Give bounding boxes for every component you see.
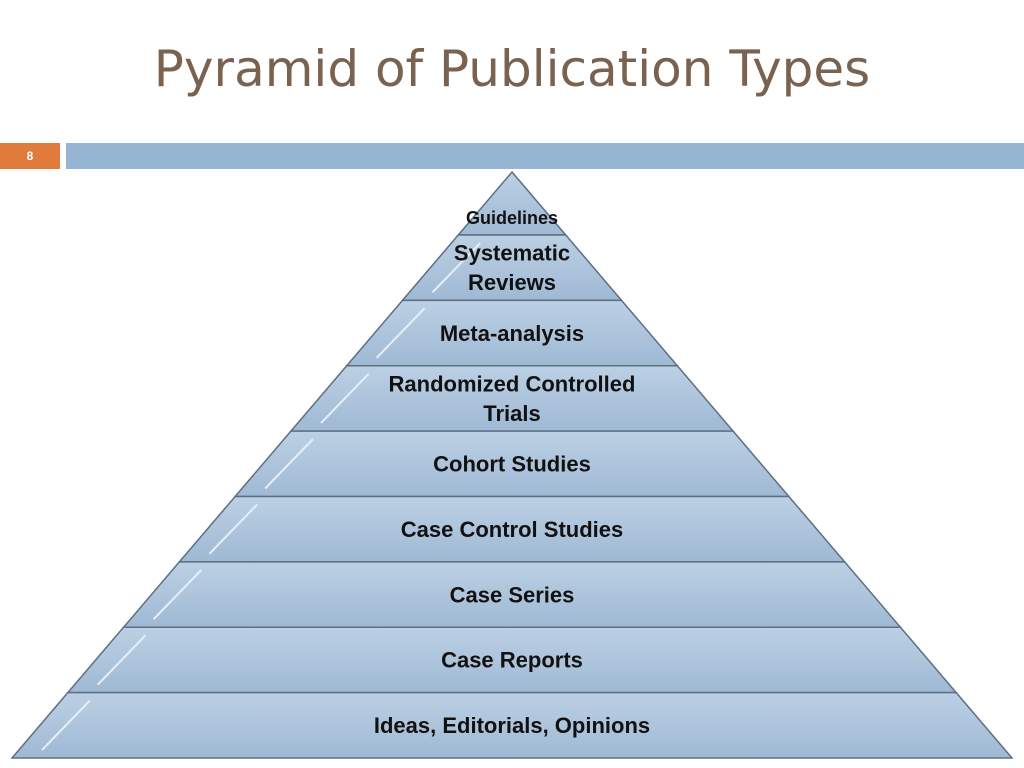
pyramid-tier-label: Case Control Studies <box>401 517 623 542</box>
pyramid-tier: Ideas, Editorials, Opinions <box>10 691 1014 759</box>
pyramid-tier-label: Case Reports <box>441 648 583 673</box>
tier-highlight <box>375 307 426 359</box>
slide-title: Pyramid of Publication Types <box>153 40 871 98</box>
pyramid-tier: Case Control Studies <box>177 495 847 563</box>
tier-highlight <box>97 634 147 686</box>
tier-highlight <box>431 242 481 294</box>
tier-highlight <box>208 503 258 555</box>
pyramid-tier-label: Randomized Controlled <box>389 371 636 396</box>
tier-highlight <box>152 569 203 620</box>
tier-highlight <box>264 438 314 490</box>
pyramid-tier-label: Reviews <box>468 270 556 295</box>
pyramid-tier-label: Cohort Studies <box>433 452 591 477</box>
pyramid-tier-label: Ideas, Editorials, Opinions <box>374 713 650 738</box>
pyramid-tier: Cohort Studies <box>233 430 791 498</box>
pyramid-tier-label: Meta-analysis <box>440 321 584 346</box>
pyramid-tier-shape <box>10 691 1014 759</box>
header-bar <box>66 143 1024 169</box>
pyramid-tier: Case Series <box>121 561 903 628</box>
tier-highlight <box>41 699 91 751</box>
pyramid-tier: Guidelines <box>456 170 568 236</box>
pyramid-tier-label: Case Series <box>450 582 575 607</box>
tier-highlight <box>320 373 370 424</box>
pyramid-tier-label: Trials <box>483 401 540 426</box>
slide-number: 8 <box>0 143 60 169</box>
pyramid-tier: Case Reports <box>66 626 958 694</box>
pyramid-tier-label: Guidelines <box>466 208 558 228</box>
pyramid-tier: Meta-analysis <box>345 299 679 367</box>
pyramid-tier-label: Systematic <box>454 241 570 266</box>
